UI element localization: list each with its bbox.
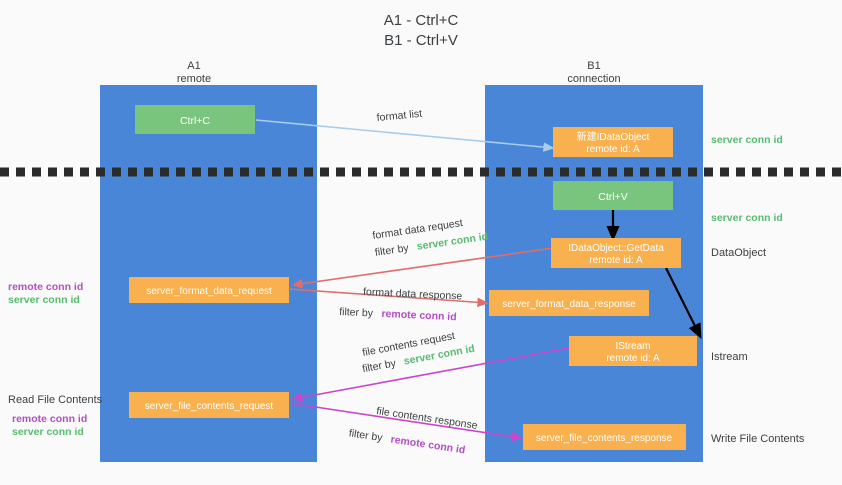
lane-b1-title: B1: [587, 60, 600, 72]
lane-b1-subtitle: connection: [567, 73, 620, 85]
side-label-remote-conn-1: remote conn id: [8, 281, 83, 293]
label-format-data-response-group: format data response filter by remote co…: [339, 286, 463, 324]
box-istream-line2: remote id: A: [606, 353, 660, 364]
label-format-data-response: format data response: [363, 286, 463, 302]
box-server-format-data-request-label: server_format_data_request: [146, 286, 272, 297]
lane-a1-subtitle: remote: [177, 73, 211, 85]
arrow-format-list: [255, 119, 555, 152]
side-label-read-file-contents: Read File Contents: [8, 394, 103, 406]
box-ctrl-c[interactable]: Ctrl+C: [135, 105, 255, 134]
side-label-server-conn-mid: server conn id: [711, 212, 783, 224]
label-format-data-response-filter-group: filter by remote conn id: [339, 302, 457, 324]
box-ctrl-v[interactable]: Ctrl+V: [553, 181, 673, 210]
box-server-format-data-response[interactable]: server_format_data_response: [489, 290, 649, 316]
box-server-file-contents-response-label: server_file_contents_response: [536, 433, 673, 444]
box-ctrl-v-label: Ctrl+V: [598, 191, 627, 203]
label-filter-by-4: filter by: [348, 427, 384, 444]
box-server-format-data-request[interactable]: server_format_data_request: [129, 277, 289, 303]
box-idataobject-getdata[interactable]: IDataObject::GetData remote id: A: [551, 238, 681, 268]
box-istream[interactable]: IStream remote id: A: [569, 336, 697, 366]
side-label-istream: Istream: [711, 351, 748, 363]
side-label-remote-conn-2: remote conn id: [12, 413, 87, 425]
box-idataobject-new-line2: remote id: A: [586, 144, 640, 155]
side-label-server-conn-top: server conn id: [711, 134, 783, 146]
label-remote-conn-id-1: remote conn id: [381, 308, 457, 323]
arrow-format-data-response: [288, 288, 489, 308]
box-server-file-contents-request[interactable]: server_file_contents_request: [129, 392, 289, 418]
side-label-write-file-contents: Write File Contents: [711, 433, 805, 445]
box-idataobject-getdata-line2: remote id: A: [589, 255, 643, 266]
arrow-file-contents-response: [288, 402, 523, 442]
box-server-file-contents-response[interactable]: server_file_contents_response: [523, 424, 686, 450]
box-idataobject-new-line1: 新建IDataObject: [577, 130, 650, 143]
box-idataobject-getdata-line1: IDataObject::GetData: [568, 243, 664, 254]
title-line-1: A1 - Ctrl+C: [384, 12, 459, 29]
arrow-format-data-request: [291, 247, 554, 289]
side-label-server-conn-1: server conn id: [8, 294, 80, 306]
lane-a1-title: A1: [187, 60, 200, 72]
arrow-getdata-to-istream: [665, 267, 702, 339]
label-filter-by-2: filter by: [339, 306, 374, 320]
box-idataobject-new[interactable]: 新建IDataObject remote id: A: [553, 127, 673, 157]
arrow-file-contents-request: [291, 347, 570, 402]
title-line-2: B1 - Ctrl+V: [384, 32, 458, 49]
label-filter-by-1: filter by: [374, 242, 410, 259]
box-istream-line1: IStream: [615, 341, 650, 352]
box-ctrl-c-label: Ctrl+C: [180, 115, 210, 127]
side-label-dataobject: DataObject: [711, 247, 766, 259]
box-server-format-data-response-label: server_format_data_response: [502, 299, 636, 310]
box-server-file-contents-request-label: server_file_contents_request: [145, 401, 274, 412]
label-format-list: format list: [376, 108, 423, 124]
side-label-server-conn-2: server conn id: [12, 426, 84, 438]
